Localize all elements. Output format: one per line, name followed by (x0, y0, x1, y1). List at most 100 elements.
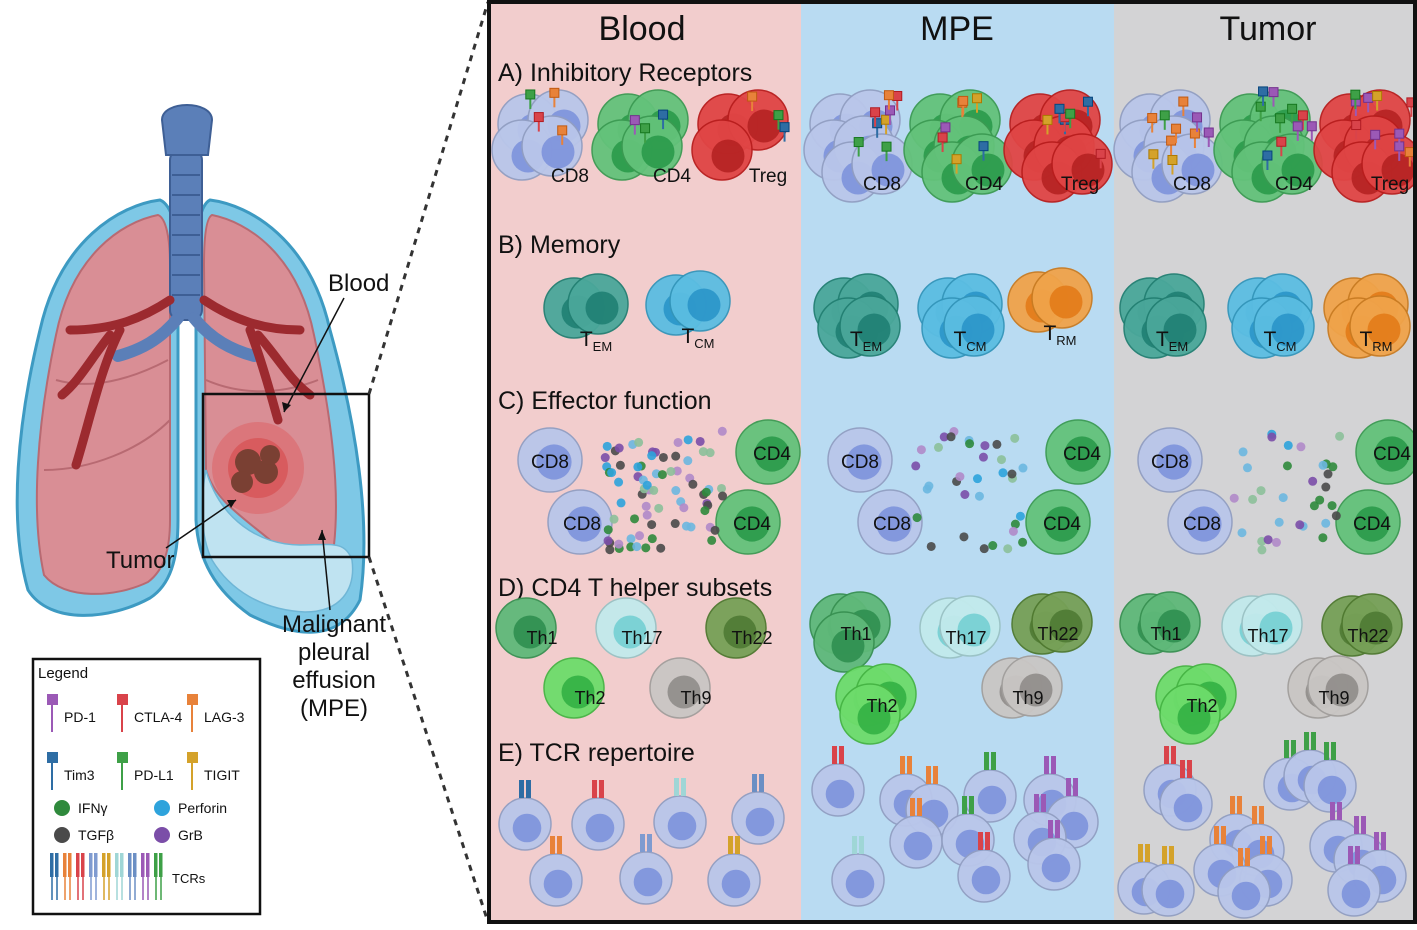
cd4-label: CD4 (1063, 444, 1101, 465)
effector-molecule (933, 442, 943, 452)
tcr-chain (1304, 732, 1309, 750)
tcr-marker (1348, 846, 1360, 864)
tcr-marker (1354, 816, 1366, 834)
tcr-chain (752, 774, 757, 792)
tcr-chain (969, 796, 974, 814)
tcr-chain (681, 778, 686, 796)
effector-molecule (1318, 533, 1328, 543)
tcr-marker (550, 836, 562, 854)
tcr-chain (674, 778, 679, 796)
tcr-marker (592, 780, 604, 798)
receptor-head (1268, 87, 1279, 98)
cell-nucleus (1019, 673, 1053, 707)
tcr-swatch (76, 853, 80, 877)
receptor-head (1306, 121, 1317, 132)
tcr-chain (1284, 740, 1289, 758)
helper-cell (1139, 591, 1201, 653)
receptor-marker (1203, 127, 1214, 148)
treg-label: Treg (1371, 174, 1409, 195)
tcr-marker (1138, 844, 1150, 862)
effector-molecule (978, 452, 988, 462)
tcr-marker (1324, 742, 1336, 760)
blood-callout: Blood (282, 270, 389, 413)
cell-nucleus (1317, 775, 1347, 805)
tcr-chain (1331, 742, 1336, 760)
cell-nucleus (971, 865, 1001, 895)
cd8-cell (1137, 427, 1203, 493)
legend-receptor-label: PD-L1 (134, 767, 174, 783)
tcr-chain (1330, 802, 1335, 820)
tcr-chain (640, 834, 645, 852)
receptor-marker (1268, 87, 1279, 107)
effector-molecule (600, 453, 610, 463)
cell-nucleus (1156, 444, 1192, 480)
receptor-marker (1159, 110, 1170, 130)
tcr-chain (728, 836, 733, 854)
receptor-head (1054, 103, 1065, 114)
helper-cell (1341, 593, 1403, 655)
tcr-chain (1374, 832, 1379, 850)
receptor-marker (1276, 136, 1287, 157)
tcr-chain (1162, 846, 1167, 864)
effector-molecule (647, 451, 657, 461)
cell-nucleus (1374, 436, 1410, 472)
tcr-cell (889, 815, 943, 869)
cell-nucleus (566, 506, 602, 542)
legend-molecule: Perforin (154, 800, 227, 816)
cell-nucleus (512, 813, 542, 843)
tcr-chain (1337, 802, 1342, 820)
section-title-helper: D) CD4 T helper subsets (498, 574, 772, 602)
effector-molecule (679, 503, 689, 513)
receptor-head (549, 87, 560, 98)
cd4-cell (1335, 489, 1401, 555)
receptor-head (937, 132, 948, 143)
receptor-head (892, 90, 903, 101)
tcr-chain (1230, 796, 1235, 814)
cell-nucleus (1181, 153, 1215, 187)
tcr-marker (910, 798, 922, 816)
helper-cell (543, 657, 605, 719)
effector-molecule (609, 514, 619, 524)
tcr-chain (978, 832, 983, 850)
tcr-chain (735, 836, 740, 854)
effector-molecule (939, 432, 949, 442)
cell-nucleus (585, 813, 615, 843)
receptor-marker (978, 141, 989, 161)
receptor-head (885, 105, 896, 116)
effector-molecule (632, 542, 642, 552)
receptor-marker (773, 110, 784, 130)
effector-molecule (1257, 545, 1267, 555)
cd4-cell (1355, 419, 1417, 485)
tcr-chain (1055, 820, 1060, 838)
tcr-marker (1044, 756, 1056, 774)
th9-label: Th9 (1318, 688, 1349, 708)
tcr-cell (731, 791, 785, 845)
effector-molecule (603, 525, 613, 535)
tcr-chain (1259, 806, 1264, 824)
tcr-cell (831, 853, 885, 907)
anatomy-mpe-line-1: Malignant (282, 611, 386, 638)
receptor-head (1370, 129, 1381, 140)
tcr-row (498, 732, 1407, 919)
effector-molecule (603, 536, 613, 546)
zoom-line-bottom (367, 556, 490, 923)
receptor-head (1363, 92, 1374, 103)
molecule-swatch (154, 800, 170, 816)
cell-nucleus (1341, 879, 1371, 909)
tcr-swatch (154, 853, 158, 877)
effector-molecule (666, 466, 676, 476)
receptor-marker (1171, 123, 1182, 144)
effector-molecule (1335, 431, 1345, 441)
receptor-head (658, 109, 669, 120)
receptor-head (883, 90, 894, 101)
legend-receptor-label: TIGIT (204, 767, 240, 783)
receptor-marker (1262, 150, 1273, 171)
cd8-label: CD8 (1151, 452, 1189, 473)
tcr-swatch (94, 853, 98, 877)
tcr-chain (759, 774, 764, 792)
effector-molecule (1007, 469, 1017, 479)
effector-molecule (959, 532, 969, 542)
